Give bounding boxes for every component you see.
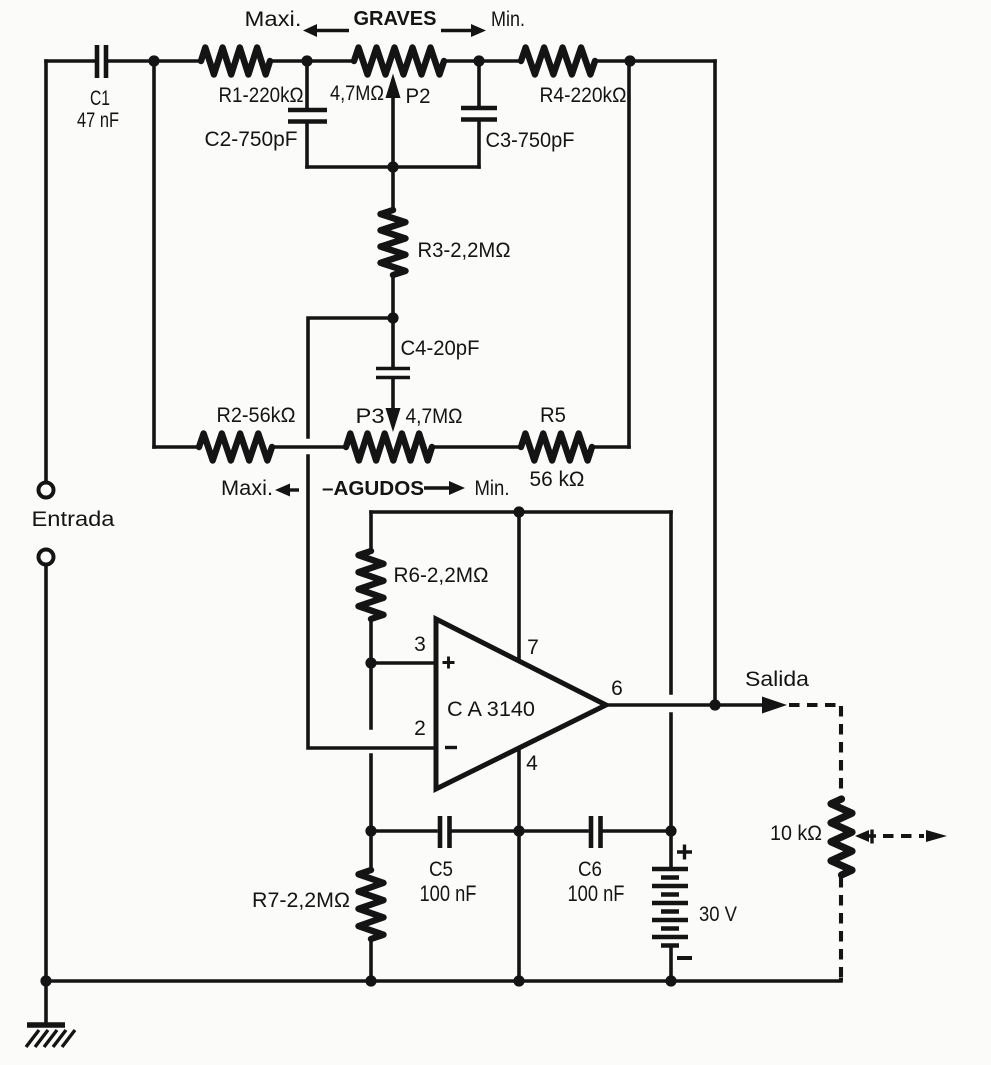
svg-text:R4-220kΩ: R4-220kΩ — [540, 84, 627, 107]
svg-text:GRAVES: GRAVES — [354, 8, 437, 30]
svg-text:6: 6 — [611, 677, 623, 700]
svg-text:R2-56kΩ: R2-56kΩ — [217, 404, 296, 427]
svg-text:3: 3 — [414, 633, 426, 656]
svg-text:P2: P2 — [406, 85, 431, 108]
svg-text:Salida: Salida — [745, 668, 809, 691]
svg-text:C3-750pF: C3-750pF — [486, 129, 575, 152]
svg-text:4,7MΩ: 4,7MΩ — [406, 405, 463, 428]
svg-text:C A 3140: C A 3140 — [447, 698, 535, 721]
svg-text:100 nF: 100 nF — [568, 881, 625, 906]
svg-text:C1: C1 — [90, 87, 110, 110]
svg-text:2: 2 — [414, 717, 426, 740]
svg-text:R6-2,2MΩ: R6-2,2MΩ — [394, 564, 489, 587]
svg-text:C6: C6 — [578, 858, 602, 881]
svg-text:Maxi.: Maxi. — [245, 8, 302, 31]
svg-text:30 V: 30 V — [699, 903, 737, 926]
svg-text:C4-20pF: C4-20pF — [401, 337, 480, 360]
svg-text:56 kΩ: 56 kΩ — [530, 468, 585, 491]
svg-text:Min.: Min. — [491, 8, 525, 31]
svg-text:C2-750pF: C2-750pF — [205, 128, 298, 151]
svg-text:47 nF: 47 nF — [77, 109, 119, 132]
svg-text:4: 4 — [526, 752, 538, 775]
svg-text:R3-2,2MΩ: R3-2,2MΩ — [418, 239, 511, 262]
svg-text:4,7MΩ: 4,7MΩ — [330, 82, 384, 105]
svg-text:C5: C5 — [429, 858, 453, 881]
svg-text:Maxi.: Maxi. — [221, 477, 273, 500]
svg-text:–AGUDOS: –AGUDOS — [322, 478, 424, 500]
svg-text:10 kΩ: 10 kΩ — [770, 822, 822, 845]
svg-text:Min.: Min. — [475, 477, 510, 500]
svg-text:100 nF: 100 nF — [420, 881, 477, 906]
svg-text:P3: P3 — [356, 405, 385, 428]
svg-text:Entrada: Entrada — [32, 508, 115, 531]
svg-text:7: 7 — [527, 636, 539, 659]
svg-text:R1-220kΩ: R1-220kΩ — [219, 84, 304, 107]
svg-text:R7-2,2MΩ: R7-2,2MΩ — [252, 889, 350, 912]
svg-text:R5: R5 — [540, 404, 566, 427]
